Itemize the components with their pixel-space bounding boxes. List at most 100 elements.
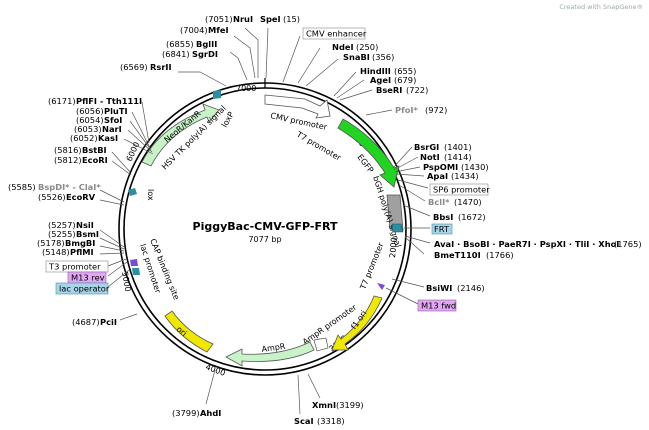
frt-marker bbox=[391, 223, 404, 233]
site-snabi: SnaBI bbox=[343, 52, 370, 62]
leader-ahdi bbox=[205, 369, 216, 405]
leader-apai bbox=[395, 173, 425, 177]
site-pfoi-pos: (972) bbox=[425, 105, 447, 115]
site-bglii: BglII bbox=[196, 39, 217, 49]
lac-operator-marker bbox=[132, 268, 140, 275]
site-ndei-pos: (250) bbox=[356, 42, 378, 52]
leader-bseri bbox=[339, 89, 373, 101]
m13-fwd-box bbox=[417, 299, 457, 312]
site-plut: PluTI bbox=[104, 106, 128, 116]
site-pfoi: PfoI* bbox=[395, 105, 418, 115]
site-xmni: XmnI bbox=[312, 400, 336, 410]
site-bstbi-pos: (5816) bbox=[54, 145, 82, 155]
sp6-box bbox=[429, 183, 489, 196]
site-hindiii: HindIII bbox=[360, 66, 391, 76]
site-bsrgi: BsrGI bbox=[414, 142, 439, 152]
leader-nrui bbox=[244, 27, 259, 78]
lac-operator-box bbox=[55, 282, 109, 295]
site-kasi-pos: (6052) bbox=[70, 133, 98, 143]
leader-bglii bbox=[229, 51, 248, 81]
site-nrui-pos: (7051) bbox=[205, 14, 233, 24]
site-xmni-pos: (3199) bbox=[336, 400, 364, 410]
site-scai-pos: (3318) bbox=[317, 416, 345, 426]
leader-pspomi bbox=[394, 166, 421, 173]
site-ecori: EcoRI bbox=[82, 155, 108, 165]
site-scai: ScaI bbox=[294, 416, 314, 426]
frt-box bbox=[431, 223, 453, 235]
site-apai-pos: (1434) bbox=[451, 171, 479, 181]
leader-plut bbox=[131, 111, 151, 149]
leader-sp6 bbox=[397, 179, 429, 189]
site-nari: NarI bbox=[102, 124, 122, 134]
lox-left-marker bbox=[128, 188, 137, 196]
leader-bbsi bbox=[402, 204, 431, 217]
site-pflmi: PflMI bbox=[70, 247, 94, 257]
site-pflfi: PflFI - Tth111I bbox=[76, 96, 142, 106]
t7-promoter-top-label: T7 promoter bbox=[294, 129, 343, 162]
site-bmet: BmeT110I bbox=[434, 250, 481, 260]
leader-multi bbox=[404, 235, 431, 244]
snapgene-brand: Created with SnapGene® bbox=[559, 3, 643, 11]
site-ahdi-pos: (3799) bbox=[172, 408, 200, 418]
tick-2000: 2000 bbox=[388, 237, 399, 258]
leader-nsii bbox=[99, 229, 125, 248]
cmv-enhancer-label: CMV enhancer bbox=[306, 29, 367, 39]
leader-sfoi bbox=[129, 120, 152, 151]
site-bsmi-pos: (5255) bbox=[48, 229, 76, 239]
site-bmgbi: BmgBI bbox=[65, 238, 95, 248]
site-bcli: BclI* bbox=[428, 197, 450, 207]
site-spei: SpeI bbox=[260, 14, 281, 24]
site-agei: AgeI bbox=[370, 75, 391, 85]
site-bbsi: BbsI bbox=[433, 212, 453, 222]
site-sfoi-pos: (6054) bbox=[76, 115, 104, 125]
t7-promoter-right-label: T7 promoter bbox=[358, 241, 386, 292]
site-ecori-pos: (5812) bbox=[54, 155, 82, 165]
leader-bsrgi bbox=[392, 146, 413, 169]
lac-operator-label: lac operator bbox=[59, 284, 110, 294]
site-nsii: NsiI bbox=[76, 220, 94, 230]
site-rsrii-pos: (6569) bbox=[120, 62, 148, 72]
site-bsiwi-pos: (2146) bbox=[457, 283, 485, 293]
leader-t3 bbox=[107, 258, 127, 267]
cmv-promoter-arrow bbox=[264, 94, 331, 119]
leader-ndei bbox=[297, 47, 321, 84]
site-sgrdi: SgrDI bbox=[192, 49, 218, 59]
leader-pflmi bbox=[99, 252, 125, 255]
leader-bmgbi bbox=[99, 245, 125, 252]
leader-nari bbox=[127, 129, 153, 153]
leader-kasi bbox=[123, 138, 154, 155]
site-sfoi: SfoI bbox=[104, 115, 122, 125]
tick-5000: 5000 bbox=[120, 271, 132, 293]
site-pcii-pos: (4687) bbox=[72, 317, 100, 327]
site-bsiwi: BsiWI bbox=[426, 283, 452, 293]
leader-m13rev bbox=[107, 261, 128, 277]
site-apai: ApaI bbox=[427, 171, 448, 181]
site-rsrii: RsrII bbox=[150, 62, 172, 72]
site-bmgbi-pos: (5178) bbox=[37, 238, 65, 248]
site-ecorv: EcoRV bbox=[66, 192, 96, 202]
site-pcii: PciI bbox=[100, 317, 117, 327]
leader-snabi bbox=[305, 58, 339, 87]
tick-4000: 4000 bbox=[204, 362, 226, 377]
site-bspdi-pos: (5585) bbox=[8, 182, 36, 192]
leader-ecori bbox=[111, 160, 132, 176]
site-ahdi: AhdI bbox=[200, 408, 221, 418]
t7-right-marker bbox=[377, 283, 385, 290]
leader-bcli bbox=[398, 184, 426, 202]
leader-xmni bbox=[307, 373, 321, 399]
leader-rsrii bbox=[178, 71, 227, 87]
ampr-promoter-marker bbox=[313, 337, 329, 352]
site-bglii-pos: (6855) bbox=[166, 39, 194, 49]
site-multi: AvaI · BsoBI · PaeR7I · PspXI · TliI · X… bbox=[434, 239, 619, 249]
sp6-label: SP6 promoter bbox=[433, 185, 490, 195]
leader-scai bbox=[297, 374, 301, 415]
bgh-polya-box bbox=[386, 194, 404, 231]
m13-rev-label: M13 rev bbox=[71, 273, 105, 283]
plasmid-size: 7077 bp bbox=[248, 235, 281, 244]
site-bbsi-pos: (1672) bbox=[458, 212, 486, 222]
m13-rev-marker bbox=[130, 259, 138, 266]
leader-pfoi bbox=[365, 109, 393, 116]
site-bstbi: BstBI bbox=[82, 145, 107, 155]
frt-label: FRT bbox=[434, 224, 450, 234]
